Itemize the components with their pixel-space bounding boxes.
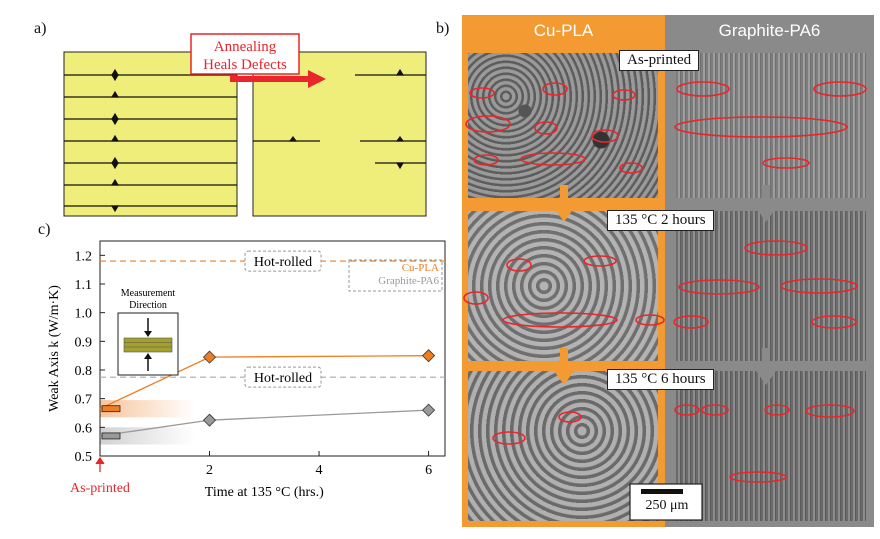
y-axis-label: Weak Axis k (W/m·K): [47, 285, 62, 412]
scale-bar-label: 250 μm: [645, 498, 689, 513]
data-point: [422, 349, 436, 363]
x-tick-label: 4: [316, 463, 323, 478]
measurement-inset: Measurement Direction: [117, 288, 179, 376]
column-header-graphite-pa6: Graphite-PA6: [718, 21, 821, 40]
annotation-box: [190, 33, 300, 75]
hot-rolled-label: Hot-rolled: [254, 371, 312, 386]
as-printed-marker: [101, 432, 121, 440]
series-fade-band: [100, 427, 195, 445]
as-printed-label: As-printed: [70, 481, 130, 496]
annealing-arrow: [230, 70, 326, 88]
arrow-down-icon: [552, 185, 576, 222]
inset-label-line2: Direction: [129, 300, 167, 311]
plot-frame: [99, 240, 446, 457]
defect-markers: [463, 81, 867, 521]
arrow-down-icon: [552, 348, 576, 385]
column-header-cu-pla: Cu-PLA: [533, 21, 594, 40]
micrograph-ga-2h: [676, 211, 866, 361]
micrograph-cu-6h: [468, 371, 658, 521]
x-axis-label: Time at 135 °C (hrs.): [205, 485, 324, 500]
y-tick-label: 0.7: [75, 393, 93, 408]
as-printed-marker: [101, 405, 121, 413]
x-tick-label: 6: [425, 463, 432, 478]
arrow-down-icon: [754, 348, 778, 385]
scale-bar-line: [641, 489, 683, 494]
inset-label-line1: Measurement: [121, 288, 176, 299]
hot-rolled-box: [244, 366, 322, 388]
y-tick-label: 0.6: [75, 421, 93, 436]
y-tick-label: 0.5: [75, 450, 93, 465]
row-label-as-printed: As-printed: [619, 50, 700, 71]
x-tick-label: 2: [206, 463, 213, 478]
series-fade-band: [100, 400, 195, 418]
hot-rolled-label: Hot-rolled: [254, 255, 312, 270]
hot-rolled-box: [244, 250, 322, 272]
micrograph-grid: Cu-PLA Graphite-PA6: [462, 15, 874, 527]
annotation-line2: Heals Defects: [203, 57, 287, 73]
annotation-line1: Annealing: [214, 39, 277, 55]
arrow-down-icon: [754, 185, 778, 222]
legend-entry: Graphite-PA6: [378, 275, 439, 287]
as-printed-arrow: [95, 456, 105, 472]
y-tick-label: 0.8: [75, 364, 93, 379]
panel-a-label: a): [34, 20, 47, 37]
layer-lines-right: [253, 68, 426, 170]
y-tick-label: 1.2: [75, 249, 93, 264]
legend-box: [348, 259, 443, 292]
row-label-2h: 135 °C 2 hours: [607, 210, 714, 231]
y-tick-label: 0.9: [75, 335, 93, 350]
data-point: [202, 350, 217, 364]
data-point: [202, 413, 217, 427]
row-label-6h: 135 °C 6 hours: [607, 369, 714, 390]
panel-a-schematic: Annealing Heals Defects: [63, 33, 427, 217]
y-tick-label: 1.1: [75, 278, 93, 293]
micrograph-cu-2h: [468, 211, 658, 361]
layer-lines-left: [64, 68, 237, 213]
y-tick-label: 1.0: [75, 307, 93, 322]
as-printed-block: [63, 51, 238, 217]
micrograph-ga-6h: [676, 371, 866, 521]
data-point: [422, 403, 436, 417]
panel-b-label: b): [436, 20, 450, 37]
panel-c-label: c): [38, 221, 51, 238]
legend-entry: Cu-PLA: [402, 262, 439, 274]
micrograph-ga-as-printed: [676, 53, 866, 198]
micrograph-cu-as-printed: [468, 53, 658, 198]
